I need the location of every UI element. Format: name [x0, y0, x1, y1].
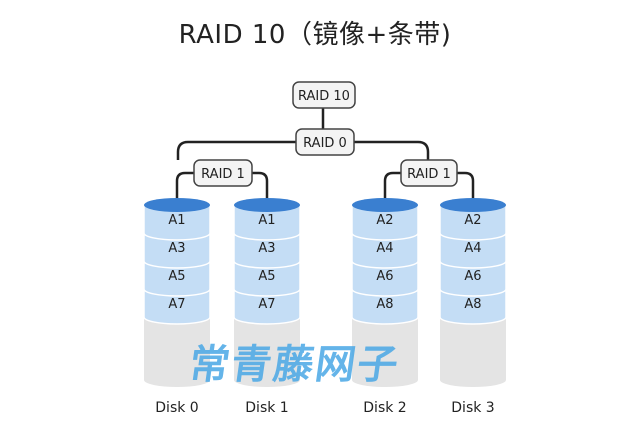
disk-top — [144, 198, 210, 212]
disk-block — [143, 204, 211, 241]
disk-block — [233, 260, 301, 297]
disk-block — [439, 288, 507, 325]
disk-block-label: A8 — [464, 297, 481, 312]
node-mirror-right: RAID 1 — [400, 159, 458, 187]
connector-right-disk2 — [383, 171, 403, 205]
connector-left-disk0 — [175, 171, 194, 205]
disk-block — [143, 232, 211, 269]
disk-label: Disk 0 — [155, 400, 198, 416]
disk-block-label: A1 — [168, 213, 185, 228]
disk-block-label: A7 — [258, 297, 275, 312]
disk-label: Disk 2 — [363, 400, 406, 416]
disk-block — [233, 204, 301, 241]
disk-block — [233, 232, 301, 269]
disk-block-label: A5 — [258, 269, 275, 284]
disk-block-label: A7 — [168, 297, 185, 312]
disk-block-label: A6 — [376, 269, 393, 284]
disk-block — [351, 232, 419, 269]
disk-top — [352, 198, 418, 212]
disk-block-label: A8 — [376, 297, 393, 312]
disk-top — [234, 198, 300, 212]
disk-block-label: A2 — [464, 213, 481, 228]
disk-block — [351, 288, 419, 325]
connectors — [175, 108, 475, 205]
node-root: RAID 10 — [292, 81, 356, 109]
watermark: 常青藤网子 — [186, 342, 403, 388]
connector-left-disk1 — [252, 171, 269, 205]
disk-top — [440, 198, 506, 212]
disk-block — [143, 288, 211, 325]
disk-block-label: A1 — [258, 213, 275, 228]
disk-block-label: A5 — [168, 269, 185, 284]
disk-block — [143, 260, 211, 297]
disk-block — [233, 288, 301, 325]
node-stripe: RAID 0 — [295, 128, 355, 156]
node-mirror-right-label: RAID 1 — [407, 167, 451, 182]
disk-empty-space — [144, 317, 210, 387]
disk-block-label: A4 — [376, 241, 393, 256]
disk-block-label: A3 — [168, 241, 185, 256]
node-mirror-left-label: RAID 1 — [201, 167, 245, 182]
disk-block-label: A6 — [464, 269, 481, 284]
connector-stripe-left — [176, 140, 296, 160]
node-mirror-left: RAID 1 — [193, 159, 253, 187]
disk-block — [439, 204, 507, 241]
disk-block-label: A4 — [464, 241, 481, 256]
disk-label: Disk 3 — [451, 400, 494, 416]
connector-stripe-right — [350, 140, 430, 160]
disk-block — [351, 204, 419, 241]
disk-block — [351, 260, 419, 297]
disk-block-label: A3 — [258, 241, 275, 256]
connector-right-disk3 — [454, 171, 475, 205]
node-stripe-label: RAID 0 — [303, 136, 347, 151]
disk-block — [439, 232, 507, 269]
node-root-label: RAID 10 — [298, 89, 350, 104]
disk-empty-space — [352, 317, 418, 387]
diagram-title: RAID 10（镜像+条带) — [178, 20, 452, 50]
disk-empty-space — [234, 317, 300, 387]
disk-empty-space — [440, 317, 506, 387]
disk-block — [439, 260, 507, 297]
disk-block-label: A2 — [376, 213, 393, 228]
disk-label: Disk 1 — [245, 400, 288, 416]
